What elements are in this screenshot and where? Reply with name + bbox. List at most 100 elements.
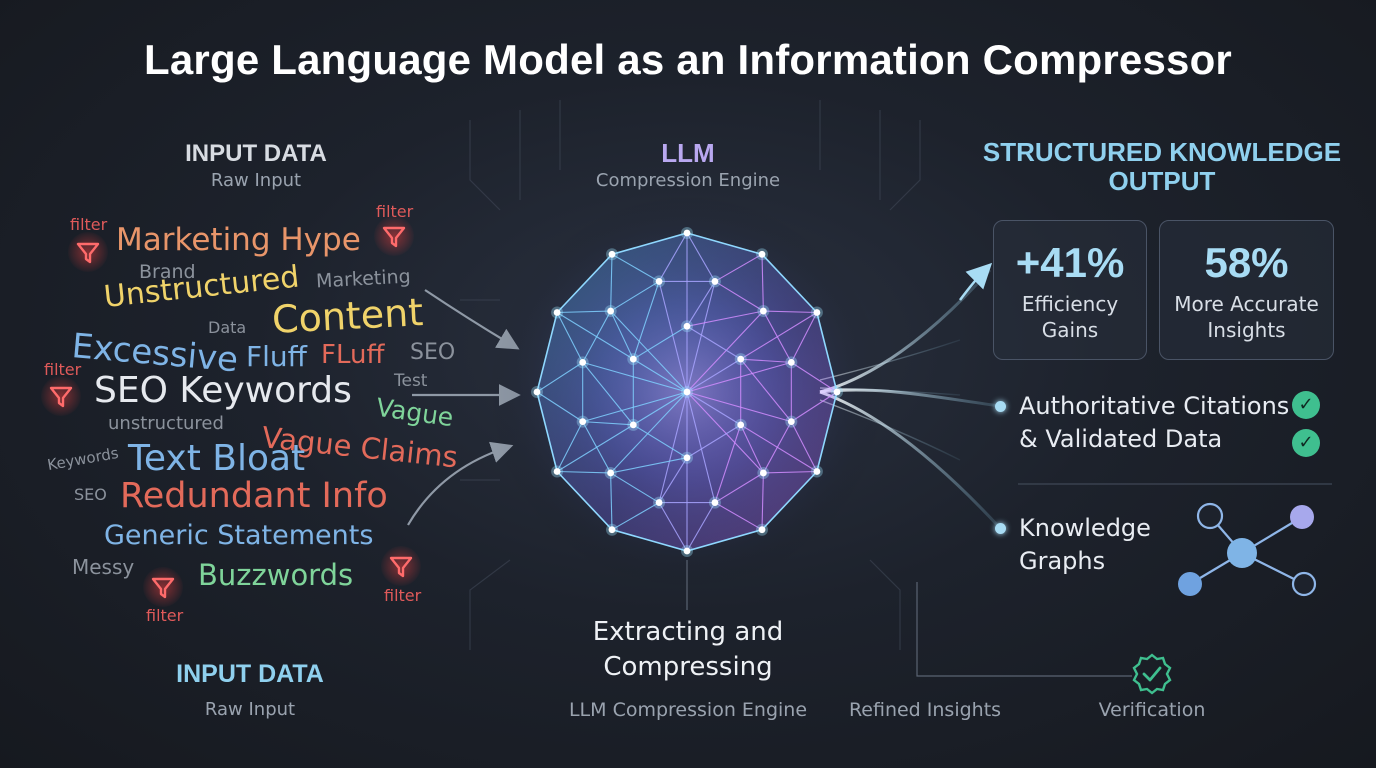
network-node	[655, 278, 663, 285]
network-edge	[686, 361, 792, 393]
output-heading-line2: OUTPUT	[1108, 166, 1216, 196]
network-node	[553, 309, 561, 316]
stat-value: +41%	[1015, 239, 1125, 286]
network-edge	[740, 424, 818, 472]
network-edge	[740, 424, 764, 474]
word-test: Test	[394, 371, 428, 391]
network-edge	[633, 391, 688, 426]
filter-label-3: filter	[44, 360, 82, 379]
network-node	[711, 278, 719, 285]
stat-label-line1: More Accurate	[1174, 292, 1319, 316]
input-footer-subheading: Raw Input	[204, 699, 296, 720]
network-edge	[582, 391, 688, 423]
filter-icon	[374, 216, 414, 256]
network-node	[629, 355, 637, 363]
network-edge	[791, 361, 838, 393]
stat-card-accuracy: 58% More Accurate Insights	[1159, 220, 1334, 360]
input-footer-heading: INPUT DATA	[176, 660, 324, 688]
network-node	[683, 229, 691, 237]
word-buzzwords: Buzzwords	[198, 558, 354, 592]
network-node	[629, 421, 637, 429]
page-title: Large Language Model as an Information C…	[144, 36, 1232, 83]
network-edge	[686, 310, 764, 393]
network-edge	[582, 362, 634, 426]
stat-label: Efficiency Gains	[994, 291, 1146, 343]
network-edge	[658, 457, 688, 503]
network-edge	[582, 361, 688, 393]
network-edge	[686, 325, 741, 360]
network-edge	[556, 312, 634, 360]
network-edge	[763, 310, 817, 314]
network-node	[711, 499, 719, 506]
network-edge	[658, 502, 688, 552]
network-edge	[686, 424, 741, 459]
network-node	[607, 469, 615, 477]
engine-footer: LLM Compression Engine	[568, 699, 808, 721]
network-node	[787, 358, 795, 366]
network-node	[608, 250, 616, 258]
network-edge	[686, 391, 741, 426]
check-icon: ✓	[1292, 429, 1320, 457]
engine-subheading: Compression Engine	[595, 170, 781, 191]
network-edge	[761, 472, 764, 530]
filter-label-2: filter	[376, 202, 414, 221]
network-node	[758, 250, 766, 258]
word-seo-2: SEO	[74, 485, 107, 504]
network-node	[787, 418, 795, 426]
filter-label-5: filter	[384, 586, 422, 605]
network-node	[759, 469, 767, 477]
network-edge	[633, 424, 688, 459]
engine-heading: LLM	[661, 138, 715, 168]
network-edge	[740, 312, 818, 360]
network-edge	[790, 312, 818, 363]
llm-network-graphic	[531, 227, 843, 557]
refined-insights-label: Refined Insights	[848, 699, 1002, 721]
stat-label-line1: Efficiency	[1021, 292, 1119, 316]
network-node	[533, 388, 541, 396]
stat-value: 58%	[1204, 239, 1289, 286]
network-node	[607, 307, 615, 315]
network-node	[579, 418, 587, 426]
network-node	[683, 388, 691, 396]
network-edge	[556, 421, 584, 472]
network-edge	[686, 310, 764, 327]
network-edge	[536, 361, 583, 393]
output-heading: STRUCTURED KNOWLEDGE OUTPUT	[972, 138, 1352, 196]
engine-caption: Extracting and Compressing	[560, 615, 816, 685]
network-edge	[633, 358, 688, 393]
network-edge	[790, 421, 818, 472]
network-edge	[740, 358, 792, 363]
word-text-bloat: Text Bloat	[128, 438, 306, 479]
output-heading-line1: STRUCTURED KNOWLEDGE	[982, 137, 1342, 167]
network-node	[579, 358, 587, 366]
network-edge	[610, 391, 688, 474]
graphs-line1: Knowledge	[1019, 514, 1151, 542]
word-seo: SEO	[410, 340, 456, 365]
verification-label: Verification	[1098, 699, 1206, 721]
word-messy: Messy	[72, 555, 135, 579]
input-subheading: Raw Input	[210, 170, 302, 191]
network-edge	[658, 391, 688, 503]
network-node	[813, 309, 821, 316]
network-edge	[582, 421, 634, 426]
network-edge	[658, 232, 688, 282]
word-unstructured-small: unstructured	[108, 413, 224, 434]
bullet-icon	[995, 401, 1006, 412]
network-edge	[763, 470, 817, 474]
graphs-line2: Graphs	[1019, 547, 1106, 575]
network-edge	[610, 310, 634, 360]
word-seo-keywords: SEO Keywords	[94, 370, 352, 411]
network-edge	[686, 391, 716, 503]
stat-label-line2: Insights	[1207, 318, 1286, 342]
network-edge	[536, 391, 583, 423]
network-node	[655, 499, 663, 506]
network-edge	[686, 502, 716, 552]
network-node	[683, 454, 691, 462]
network-edge	[610, 472, 613, 530]
network-node	[608, 526, 616, 534]
network-edge	[611, 253, 660, 282]
filter-icon	[143, 567, 183, 607]
network-edge	[686, 281, 716, 393]
network-edge	[610, 310, 688, 393]
network-edge	[761, 254, 764, 312]
